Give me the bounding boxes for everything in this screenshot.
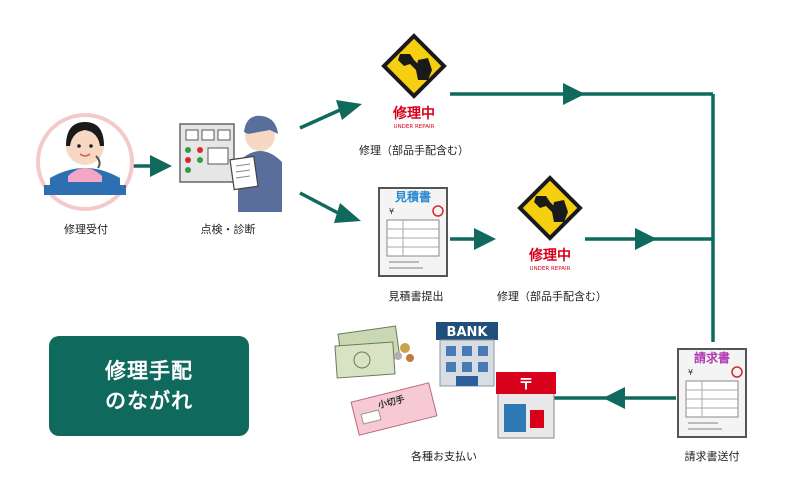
estimate-doc-title: 見積書 bbox=[394, 189, 431, 204]
post-mark: 〒 bbox=[518, 375, 533, 393]
estimate-doc-yen: ¥ bbox=[389, 207, 394, 216]
invoice-doc-title: 請求書 bbox=[694, 350, 730, 365]
check-icon: 小切手 bbox=[350, 382, 438, 436]
arrowhead bbox=[334, 203, 361, 223]
invoice-doc-yen: ¥ bbox=[688, 368, 693, 377]
label-repair-bottom: 修理（部品手配含む） bbox=[497, 289, 607, 303]
post-office-icon: 〒 bbox=[496, 372, 556, 439]
repair-sign-text: 修理中 bbox=[528, 247, 571, 264]
repair-sign-subtext: UNDER REPAIR bbox=[394, 124, 435, 130]
bank-text: BANK bbox=[447, 325, 489, 340]
estimate-doc-icon: 見積書 ¥ bbox=[378, 187, 448, 277]
arrowhead bbox=[603, 387, 625, 409]
label-invoice: 請求書送付 bbox=[685, 449, 740, 463]
label-repair-top: 修理（部品手配含む） bbox=[359, 143, 469, 157]
label-reception: 修理受付 bbox=[64, 222, 108, 236]
title-box: 修理手配 のながれ bbox=[49, 336, 249, 436]
arrowhead bbox=[635, 228, 657, 250]
operator-icon bbox=[36, 113, 134, 211]
arrowhead bbox=[563, 83, 585, 105]
title-line-1: 修理手配 bbox=[105, 359, 193, 383]
arrowhead bbox=[150, 155, 172, 177]
inspector-icon bbox=[179, 115, 282, 212]
arrowhead bbox=[336, 100, 362, 120]
title-line-2: のながれ bbox=[105, 389, 193, 413]
arrowhead bbox=[474, 228, 496, 250]
label-estimate: 見積書提出 bbox=[389, 289, 444, 303]
flow-arrowheads bbox=[150, 83, 657, 409]
repair-sign-subtext: UNDER REPAIR bbox=[530, 266, 571, 272]
bank-icon: BANK bbox=[436, 322, 498, 387]
invoice-doc-icon: 請求書 ¥ bbox=[677, 348, 747, 438]
money-icon bbox=[334, 325, 414, 379]
repair-sign-icon: 修理中 UNDER REPAIR bbox=[513, 172, 587, 280]
label-payment: 各種お支払い bbox=[411, 449, 477, 463]
label-inspection: 点検・診断 bbox=[201, 222, 256, 236]
repair-sign-text: 修理中 bbox=[392, 105, 435, 122]
repair-sign-icon: 修理中 UNDER REPAIR bbox=[377, 30, 451, 138]
